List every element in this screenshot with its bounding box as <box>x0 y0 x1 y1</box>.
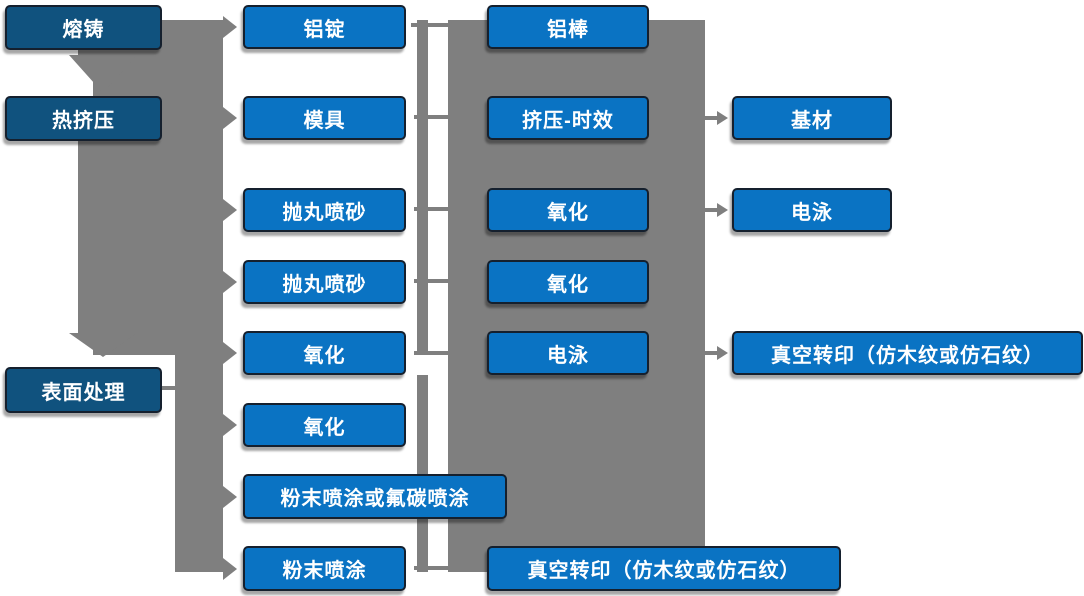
right-arrowhead-to-shot-blasting-2 <box>223 271 237 293</box>
down-arrowhead-to-hot-extrusion <box>69 55 137 93</box>
node-powder-coating: 粉末喷涂 <box>243 546 406 591</box>
bus-link-row2 <box>414 115 448 119</box>
node-oxidation-2: 氧化 <box>243 403 406 447</box>
node-electrophoresis-1: 电泳 <box>487 331 649 375</box>
bus-link-row1 <box>411 23 448 27</box>
right-arrowhead-to-powder-or-fluorocarbon <box>223 486 237 508</box>
node-mold: 模具 <box>243 96 406 140</box>
node-vacuum-transfer-2: 真空转印（仿木纹或仿石纹） <box>732 331 1083 375</box>
arrowhead-to-vacuum-transfer2 <box>717 346 728 360</box>
right-arrowhead-to-powder-coating <box>223 558 237 580</box>
node-vacuum-transfer-1: 真空转印（仿木纹或仿石纹） <box>487 546 841 591</box>
node-aluminum-ingot: 铝锭 <box>243 5 406 49</box>
bus-link-row4 <box>414 279 448 283</box>
arrow-stem-to-vacuum-transfer2 <box>705 351 718 355</box>
middle-bus-lower <box>417 375 428 572</box>
right-arrowhead-to-oxidation-1 <box>223 342 237 364</box>
arrow-stem-to-base-material <box>705 116 718 120</box>
bus-link-row3 <box>414 207 448 211</box>
right-arrowhead-to-aluminum-ingot <box>223 16 237 38</box>
arrowhead-to-base-material <box>717 111 728 125</box>
node-shot-blasting-2: 抛丸喷砂 <box>243 260 406 304</box>
left-bus-mid-stub <box>78 96 94 333</box>
right-arrowhead-to-mold <box>223 107 237 129</box>
right-arrowhead-to-shot-blasting-1 <box>223 199 237 221</box>
node-oxidation-3: 氧化 <box>487 188 649 232</box>
bus-link-row5 <box>414 351 448 355</box>
left-bus-lower <box>175 355 223 572</box>
node-oxidation-1: 氧化 <box>243 331 406 375</box>
arrowhead-to-electrophoresis2 <box>717 203 728 217</box>
surface-treatment-link-line <box>161 386 177 390</box>
node-melting-casting: 熔铸 <box>5 5 162 50</box>
middle-bus-upper <box>417 20 428 355</box>
down-arrowhead-to-surface-treatment <box>69 333 137 357</box>
node-hot-extrusion: 热挤压 <box>5 96 162 141</box>
node-surface-treatment: 表面处理 <box>5 367 162 413</box>
node-aluminum-rod: 铝棒 <box>487 5 649 49</box>
node-base-material: 基材 <box>732 96 892 140</box>
right-arrowhead-to-oxidation-2 <box>223 414 237 436</box>
node-powder-or-fluorocarbon-coating: 粉末喷涂或氟碳喷涂 <box>243 474 507 519</box>
node-oxidation-4: 氧化 <box>487 260 649 304</box>
node-electrophoresis-2: 电泳 <box>732 188 892 232</box>
node-extrusion-aging: 挤压-时效 <box>487 96 649 140</box>
node-shot-blasting-1: 抛丸喷砂 <box>243 188 406 232</box>
bus-link-row8 <box>414 566 448 570</box>
arrow-stem-to-electrophoresis2 <box>705 208 718 212</box>
